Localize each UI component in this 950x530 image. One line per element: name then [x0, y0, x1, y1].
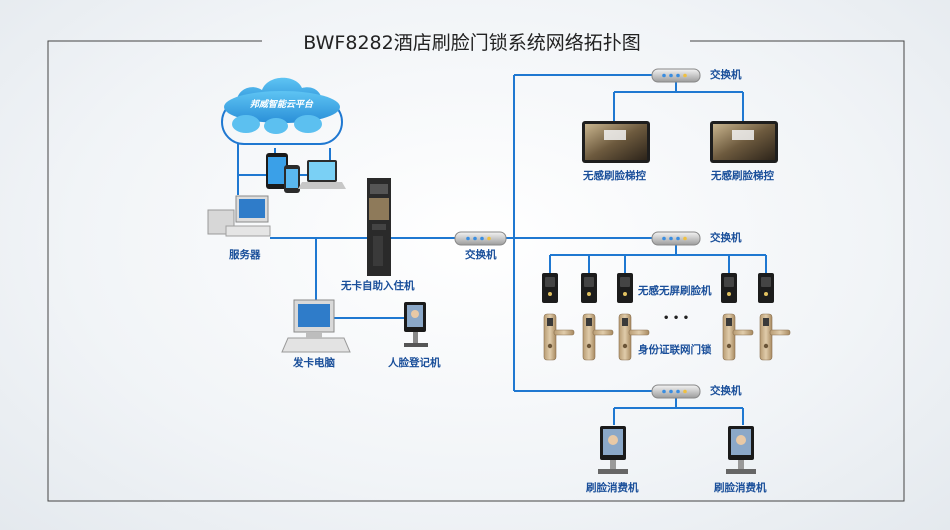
switch-label: 交换机 [710, 385, 742, 397]
switch-icon [651, 384, 701, 399]
cloud-platform-icon [221, 77, 343, 145]
cloud-platform-label: 邦威智能云平台 [250, 100, 314, 110]
payment-terminal-label: 刷脸消费机 [586, 482, 639, 494]
face-unit-group [542, 273, 791, 361]
door-lock-icon [759, 313, 791, 361]
kiosk-label: 无卡自助入住机 [341, 280, 415, 292]
door-lock-icon [722, 313, 754, 361]
server-icon [207, 195, 271, 237]
face-payment-terminal-icon [598, 426, 628, 474]
switch-icon [454, 231, 507, 246]
ellipsis-label: • • • [663, 313, 690, 324]
mobile-devices-icon [266, 153, 300, 193]
id-lock-label: 身份证联网门锁 [638, 344, 712, 356]
face-register-terminal-icon [404, 302, 428, 347]
elevator-control-label: 无感刷脸梯控 [583, 170, 646, 182]
connection-lines [237, 74, 767, 425]
face-payment-terminal-icon [726, 426, 756, 474]
face-screenless-label: 无感无屏刷脸机 [638, 285, 712, 297]
page-title: BWF8282酒店刷脸门锁系统网络拓扑图 [303, 32, 641, 54]
switch-label: 交换机 [710, 232, 742, 244]
kiosk-icon [367, 178, 391, 276]
card-pc-icon [281, 299, 351, 353]
screenless-face-reader-icon [581, 273, 597, 303]
door-lock-icon [543, 313, 575, 361]
payment-terminal-label: 刷脸消费机 [714, 482, 767, 494]
screenless-face-reader-icon [758, 273, 774, 303]
card-pc-label: 发卡电脑 [293, 357, 335, 369]
screenless-face-reader-icon [542, 273, 558, 303]
switch-label: 交换机 [710, 69, 742, 81]
elevator-control-screen-icon [710, 121, 778, 163]
server-label: 服务器 [229, 249, 261, 261]
switch-icon [651, 68, 701, 83]
door-lock-icon [582, 313, 614, 361]
frame [47, 40, 905, 502]
laptop-icon [298, 160, 346, 189]
screenless-face-reader-icon [617, 273, 633, 303]
screenless-face-reader-icon [721, 273, 737, 303]
switch-icon [651, 231, 701, 246]
face-register-label: 人脸登记机 [388, 357, 441, 369]
door-lock-icon [618, 313, 650, 361]
switch-label: 交换机 [465, 249, 497, 261]
elevator-control-screen-icon [582, 121, 650, 163]
elevator-control-label: 无感刷脸梯控 [711, 170, 774, 182]
